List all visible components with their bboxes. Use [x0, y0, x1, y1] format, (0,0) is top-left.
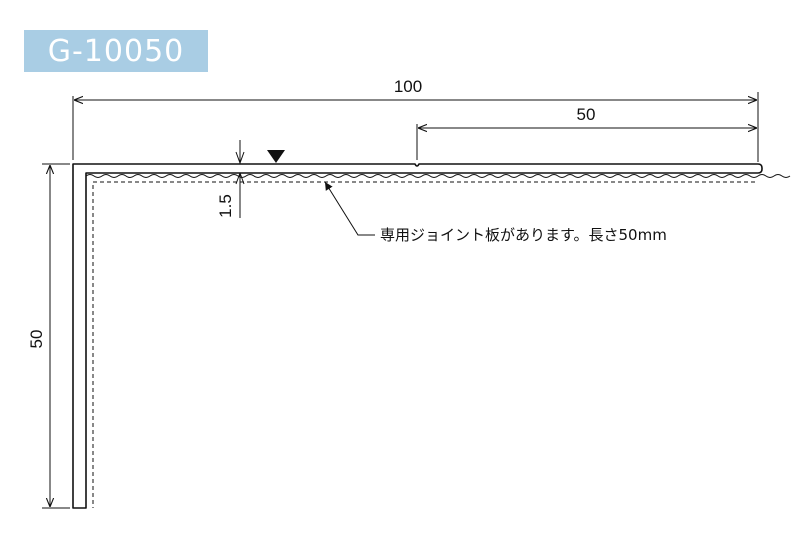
note-leader-line — [324, 181, 375, 236]
model-code-label: G-10050 — [47, 33, 185, 69]
model-code-badge: G-10050 — [24, 30, 208, 72]
surface-marker-triangle — [267, 150, 285, 163]
thickness-arrow-top — [235, 151, 245, 165]
dimension-label-thickness: 1.5 — [216, 194, 235, 218]
substrate-dashed-line — [92, 181, 755, 508]
dimension-label-50-vertical: 50 — [27, 330, 46, 349]
dimension-label-50-horizontal: 50 — [577, 105, 596, 124]
dimension-label-100: 100 — [394, 77, 422, 96]
wavy-texture-line — [85, 174, 791, 178]
joint-plate-note: 専用ジョイント板があります。長さ50mm — [380, 226, 667, 244]
angle-profile-outline — [72, 163, 763, 509]
